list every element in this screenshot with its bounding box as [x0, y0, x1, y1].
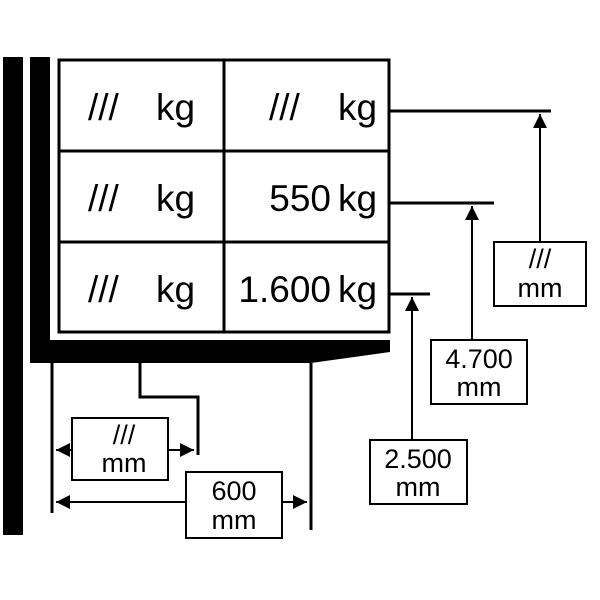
load-center-box: [185, 471, 283, 539]
cell-r2-right-value: 550: [269, 178, 331, 219]
fork-offset-reference: [138, 363, 200, 455]
cell-r1-left-value: ///: [88, 87, 120, 128]
cell-r2-right-unit: kg: [338, 178, 377, 219]
mast-outer: [3, 57, 23, 535]
height-callout-top: /// mm: [390, 109, 587, 307]
height-top-box: [493, 241, 587, 307]
height-bottom-box: [369, 439, 468, 505]
fork-offset-unit: mm: [102, 448, 147, 478]
cell-r3-left-unit: kg: [156, 269, 195, 310]
cell-r3-right-value: 1.600: [238, 269, 331, 310]
cell-r3-right-unit: kg: [338, 269, 377, 310]
height-callout-middle: 4.700 mm: [390, 201, 528, 405]
height-bottom-value: 2.500: [384, 444, 452, 474]
height-middle-box: [430, 339, 528, 405]
cell-r3-left-value: ///: [88, 269, 120, 310]
height-callout-bottom: 2.500 mm: [369, 292, 468, 505]
fork-offset-dimension: /// mm: [50, 363, 200, 513]
height-top-value: ///: [529, 244, 552, 274]
fork-offset-value: ///: [113, 420, 136, 450]
cell-r2-left-unit: kg: [156, 178, 195, 219]
load-center-dimension: 600 mm: [56, 363, 313, 539]
mast-inner: [30, 57, 50, 363]
height-middle-unit: mm: [457, 372, 502, 402]
cell-r1-right-unit: kg: [338, 87, 377, 128]
height-middle-value: 4.700: [445, 344, 513, 374]
cell-r2-left-value: ///: [88, 178, 120, 219]
load-table: /// kg /// kg /// kg 550 kg /// kg 1.600…: [57, 58, 391, 334]
fork: [30, 340, 390, 363]
height-top-unit: mm: [518, 273, 563, 303]
load-center-value: 600: [211, 476, 256, 506]
load-center-unit: mm: [212, 505, 257, 535]
height-bottom-unit: mm: [396, 472, 441, 502]
cell-r1-right-value: ///: [269, 87, 301, 128]
fork-offset-box: [71, 417, 169, 481]
cell-r1-left-unit: kg: [156, 87, 195, 128]
